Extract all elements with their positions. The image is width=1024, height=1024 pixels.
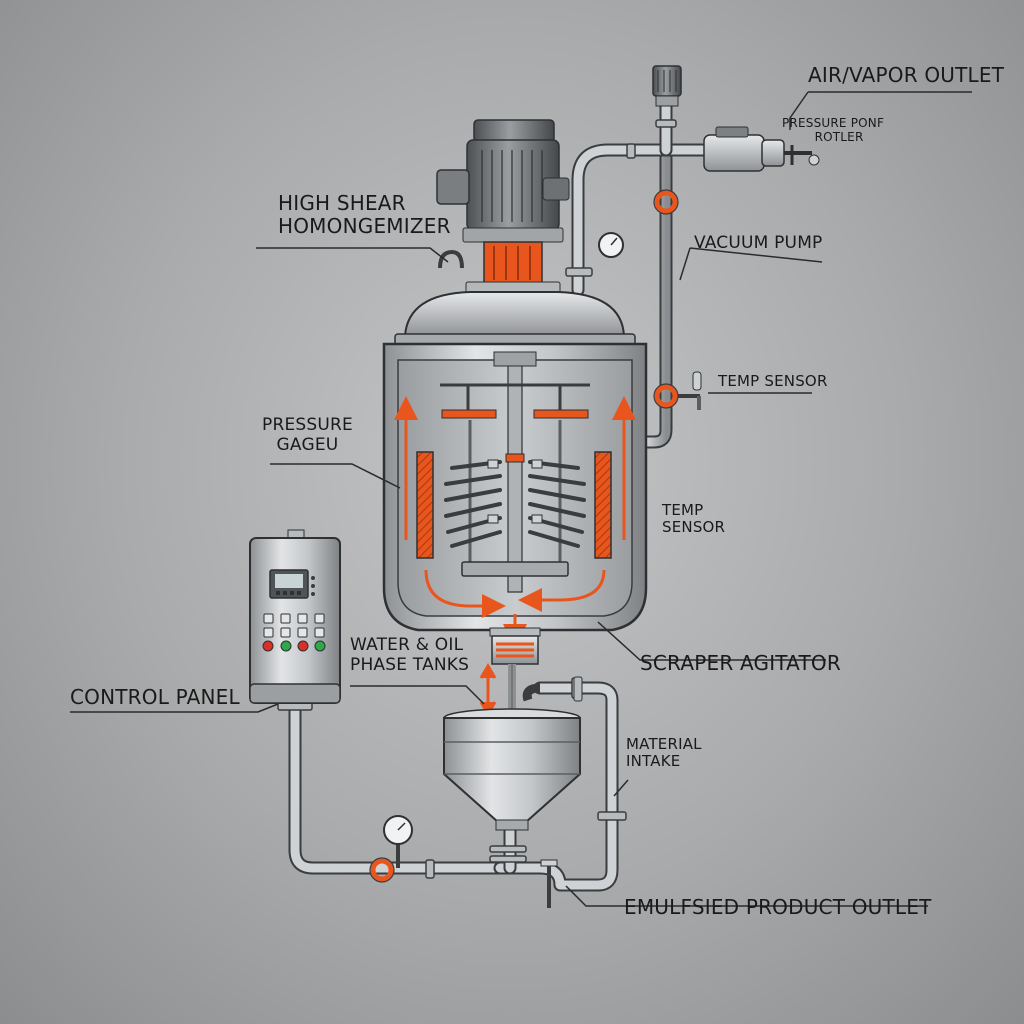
main-vessel: [382, 119, 648, 718]
label-vacuum-pump: VACUUM PUMP: [694, 233, 823, 253]
label-emulsified-product-outlet: EMULFSIED PRODUCT OUTLET: [624, 895, 932, 919]
label-air-vapor-outlet: AIR/VAPOR OUTLET: [808, 63, 1005, 87]
label-pressure-pump-rotler: PRESSURE PONF ROTLER: [782, 116, 885, 144]
orange-valve-rings: [370, 190, 678, 882]
label-material-intake: MATERIAL INTAKE: [626, 735, 702, 771]
label-control-panel: CONTROL PANEL: [70, 685, 240, 709]
label-scraper-agitator: SCRAPER AGITATOR: [640, 651, 841, 675]
control-panel-cabinet: [249, 529, 341, 704]
vacuum-pump-assembly: [652, 65, 820, 172]
outlet-valve: [540, 859, 558, 908]
bottom-pressure-gauge: [383, 815, 413, 868]
pipe-flanges: [277, 119, 677, 879]
pressure-gauge-dial: [598, 232, 624, 258]
label-pressure-gauge: PRESSURE GAGEU: [262, 415, 353, 455]
label-high-shear-homogenizer: HIGH SHEAR HOMONGEMIZER: [278, 191, 451, 238]
label-water-oil-phase-tanks: WATER & OIL PHASE TANKS: [350, 635, 470, 675]
leader-lines: [70, 91, 972, 907]
temp-sensor-probe: [678, 371, 702, 410]
lower-hopper-tank: [443, 708, 581, 831]
label-temp-sensor-mid: TEMP SENSOR: [662, 501, 726, 537]
label-temp-sensor-top: TEMP SENSOR: [718, 372, 828, 390]
